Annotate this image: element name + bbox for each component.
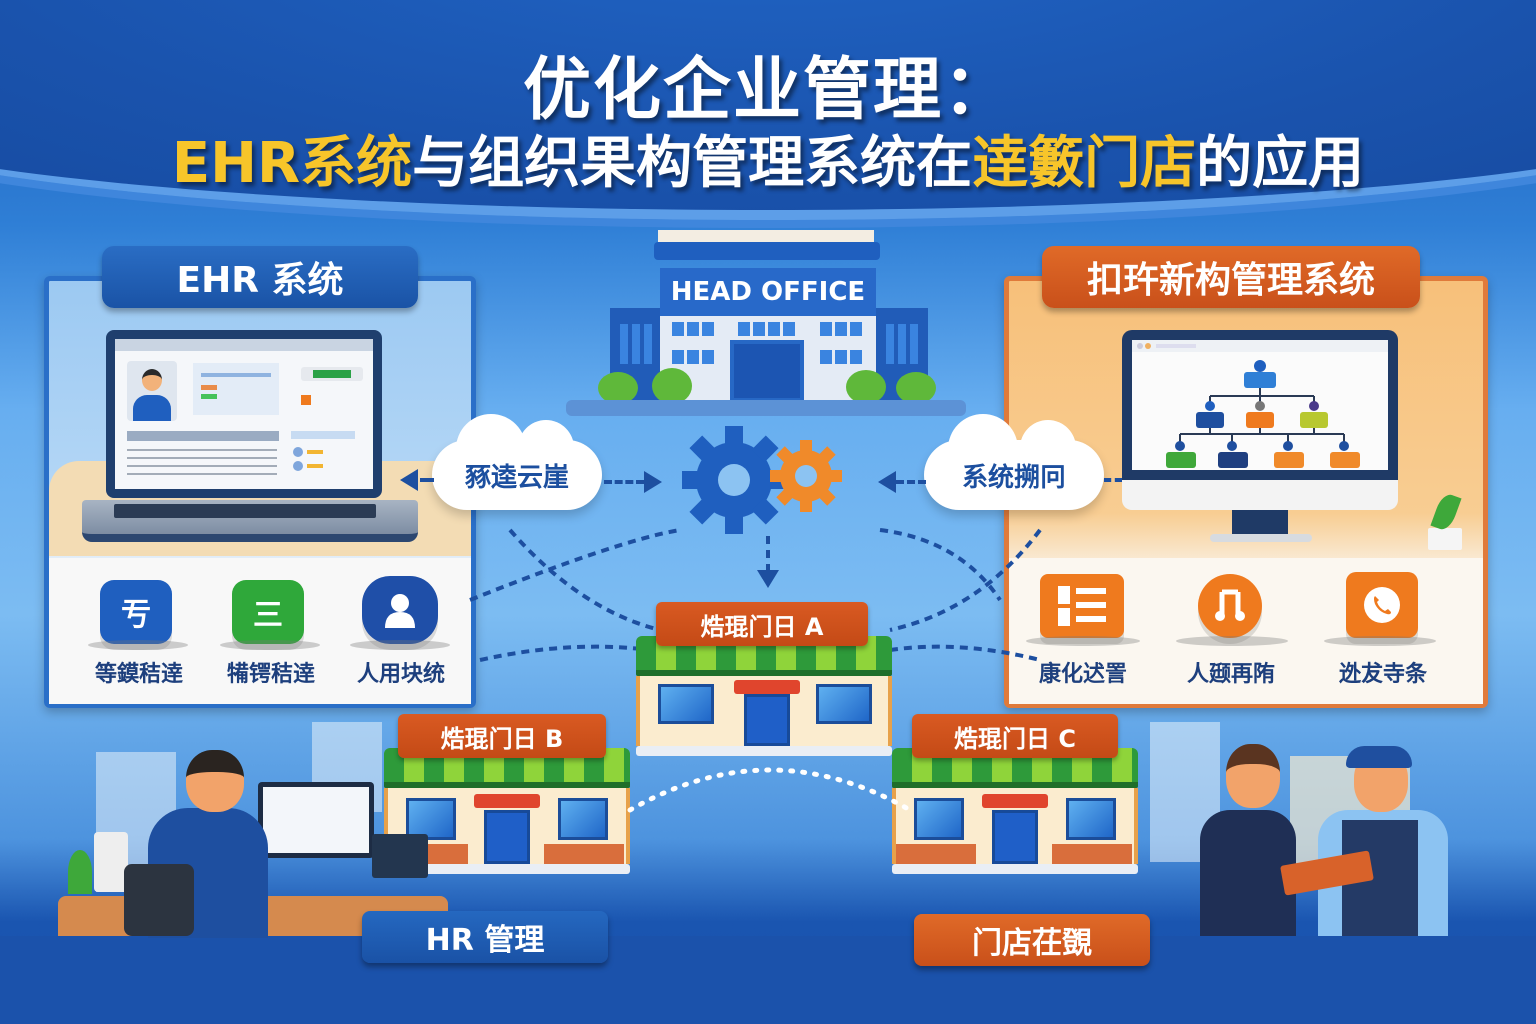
hr-management-badge: HR 管理 — [362, 911, 608, 963]
office-monitor — [258, 782, 374, 858]
cloud-right-text: 系统搠冋 — [961, 462, 1066, 493]
ehr-panel-title: EHR 系统 — [102, 246, 418, 308]
monitor-stand — [1232, 510, 1288, 536]
orange-gear-icon — [770, 440, 842, 512]
org-feature-3 — [1346, 572, 1418, 638]
org-feature-1 — [1040, 574, 1124, 638]
ehr-feature-1: 亐 — [100, 580, 172, 644]
section-bar — [127, 431, 279, 441]
people-link-icon — [1198, 574, 1262, 638]
store-a — [636, 636, 892, 756]
office-laptop — [372, 834, 428, 878]
arrow-down-icon — [757, 570, 779, 588]
bush — [846, 370, 886, 404]
status-pill — [301, 367, 363, 381]
subtitle-part-chain-store: 逹籔门店 — [972, 131, 1197, 196]
org-feature-label-1: 康化迖詈 — [1038, 662, 1127, 687]
worker-cap — [1346, 746, 1412, 768]
laptop-keyboard — [82, 500, 418, 542]
head-office-cornice — [654, 242, 880, 260]
footer-band — [0, 936, 1536, 1024]
store-c — [892, 748, 1138, 874]
subtitle-part-ehr: EHR系统 — [171, 131, 413, 196]
printer — [94, 832, 128, 892]
head-office-base — [566, 400, 966, 416]
browser-bar — [115, 339, 373, 351]
bush — [652, 368, 692, 404]
ehr-feature-3 — [362, 576, 438, 644]
org-panel-title: 扣玝新构管理系统 — [1042, 246, 1420, 308]
laptop-screen — [106, 330, 382, 498]
list-icon: 三 — [232, 580, 304, 644]
icon-shadow — [1324, 636, 1436, 646]
cloud-right-label: 系统搠冋 — [924, 414, 1104, 510]
arrow-left-icon — [878, 471, 896, 493]
gears-icon — [682, 426, 842, 534]
icon-shadow — [1026, 636, 1140, 646]
main-title: 优化企业管理： — [522, 51, 1013, 130]
store-a-sign: 焅琨门日 A — [656, 602, 868, 646]
user-icon — [362, 576, 438, 644]
store-base — [636, 746, 892, 756]
connector-line-down — [766, 536, 770, 572]
store-operations-badge: 门店茌覴 — [914, 914, 1150, 966]
store-base — [892, 864, 1138, 874]
org-feature-label-2: 人颋再陏 — [1186, 662, 1275, 687]
plant-icon — [68, 850, 92, 894]
hr-manager-head — [186, 750, 244, 812]
org-feature-label-3: 迯犮寺条 — [1338, 662, 1427, 687]
org-chart-monitor — [1122, 330, 1398, 510]
connector-line — [1104, 478, 1122, 482]
profile-details — [193, 363, 279, 415]
org-list-icon — [1040, 574, 1124, 638]
subtitle-part-middle: 与组织果构管理系统在 — [412, 131, 973, 196]
org-chart-diagram — [1132, 340, 1388, 468]
store-connection-dots — [627, 767, 913, 813]
ehr-feature-2: 三 — [232, 580, 304, 644]
office-chair — [124, 864, 194, 936]
cloud-left-label: 豩逵云崖 — [432, 414, 602, 510]
icon-shadow — [88, 640, 188, 650]
store-building — [892, 788, 1138, 864]
cloud-left-text: 豩逵云崖 — [464, 462, 569, 493]
connector-line — [604, 480, 644, 484]
icon-shadow — [1176, 636, 1288, 646]
bush — [896, 372, 936, 404]
monitor-base — [1210, 534, 1312, 542]
bush — [598, 372, 638, 404]
icon-shadow — [350, 640, 450, 650]
plant-pot — [1428, 528, 1462, 550]
connector-line — [420, 478, 434, 482]
manager-head — [1226, 744, 1280, 808]
store-b-sign: 焅琨门日 B — [398, 714, 606, 758]
subtitle-part-end: 的应用 — [1196, 131, 1365, 196]
store-building — [636, 676, 892, 746]
ehr-feature-label-1: 等鏌秸逹 — [94, 662, 183, 687]
head-office-roof — [658, 230, 874, 244]
icon-shadow — [220, 640, 320, 650]
store-c-sign: 焅琨门日 C — [912, 714, 1118, 758]
side-bar — [291, 431, 355, 439]
ehr-feature-label-3: 人用块统 — [356, 662, 445, 687]
data-rows — [127, 449, 277, 475]
profile-photo — [127, 361, 177, 421]
arrow-right-icon — [644, 471, 662, 493]
alert-icon — [301, 395, 311, 405]
manager-figure — [1200, 810, 1296, 936]
document-icon: 亐 — [100, 580, 172, 644]
head-office-entrance — [730, 340, 804, 402]
header-banner — [0, 0, 1536, 220]
phone-icon — [1346, 572, 1418, 638]
subtitle: EHR系统与组织果构管理系统在逹籔门店的应用 — [0, 118, 1536, 199]
dashed-network-lines — [469, 528, 1042, 662]
head-office-sign: HEAD OFFICE — [660, 268, 876, 316]
store-base — [384, 864, 630, 874]
arrow-left-icon — [400, 469, 418, 491]
ehr-feature-label-2: 犕锷秸逹 — [226, 662, 315, 687]
org-feature-2 — [1198, 574, 1262, 638]
connector-line — [896, 480, 926, 484]
